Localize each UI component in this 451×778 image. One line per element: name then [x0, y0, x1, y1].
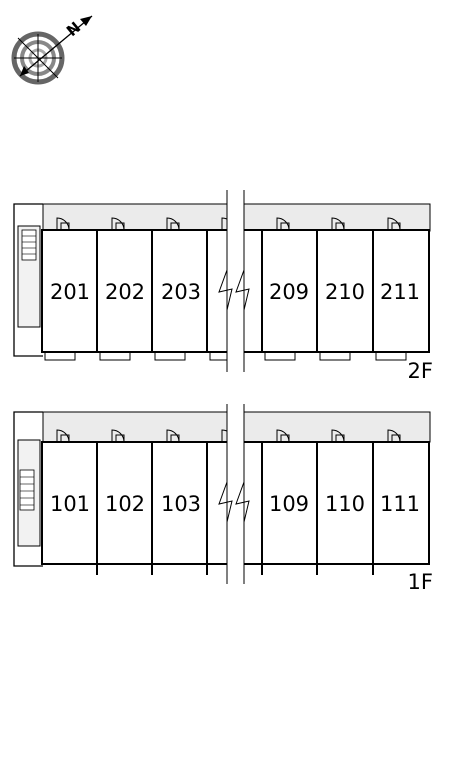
room-label: 110	[325, 492, 365, 516]
break-line-2f	[218, 190, 250, 372]
room-label: 103	[161, 492, 201, 516]
room-label: 203	[161, 280, 201, 304]
north-arrow-icon	[19, 15, 93, 77]
room-label: 209	[269, 280, 309, 304]
room-labels-2f: 201 202 203 209 210 211	[50, 280, 420, 304]
staircase-1f	[19, 469, 35, 511]
room-label: 211	[380, 280, 420, 304]
floor-label-2f: 2F	[408, 359, 433, 383]
break-line-1f	[218, 404, 250, 584]
floor-1f	[13, 404, 431, 584]
room-label: 101	[50, 492, 90, 516]
compass-rose-icon: N	[11, 15, 93, 85]
room-label: 210	[325, 280, 365, 304]
room-label: 201	[50, 280, 90, 304]
floor-label-1f: 1F	[408, 570, 433, 594]
floor-2f	[13, 190, 431, 372]
staircase-2f	[21, 229, 37, 261]
room-label: 109	[269, 492, 309, 516]
room-label: 111	[380, 492, 420, 516]
room-label: 202	[105, 280, 145, 304]
room-labels-1f: 101 102 103 109 110 111	[50, 492, 420, 516]
balconies-2f	[44, 351, 407, 361]
room-label: 102	[105, 492, 145, 516]
